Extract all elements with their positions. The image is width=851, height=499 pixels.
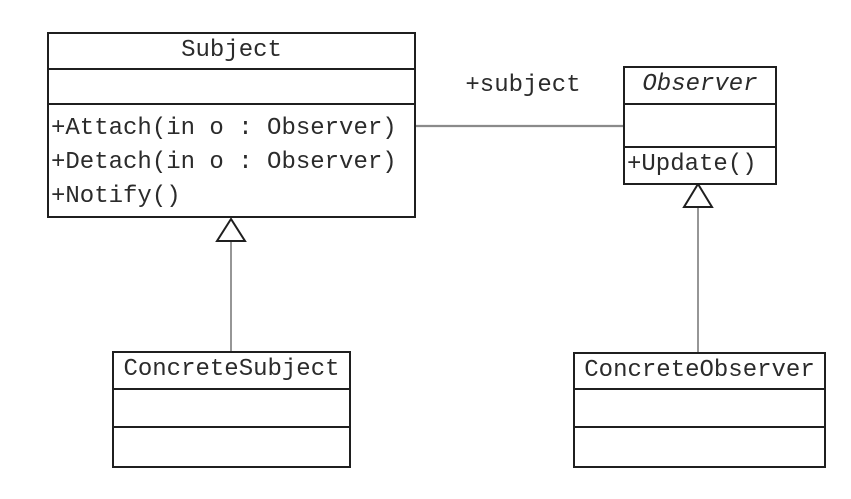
class-box-observer: Observer +Update(): [623, 66, 777, 185]
operation-notify: +Notify(): [51, 183, 181, 210]
class-name-concretesubject: ConcreteSubject: [114, 353, 349, 390]
operation-detach: +Detach(in o : Observer): [51, 149, 397, 176]
class-box-concreteobserver: ConcreteObserver: [573, 352, 826, 468]
attributes-compartment-observer: [625, 105, 775, 148]
class-box-concretesubject: ConcreteSubject: [112, 351, 351, 468]
association-role-label: +subject: [465, 72, 581, 99]
attributes-compartment-concreteobserver: [575, 390, 824, 428]
class-name-observer: Observer: [625, 68, 775, 105]
attributes-compartment-subject: [49, 70, 414, 105]
operations-compartment-subject: +Attach(in o : Observer) +Detach(in o : …: [49, 105, 414, 214]
operation-attach: +Attach(in o : Observer): [51, 115, 397, 142]
generalization-arrowhead-observer: [682, 182, 714, 208]
class-box-subject: Subject +Attach(in o : Observer) +Detach…: [47, 32, 416, 218]
attributes-compartment-concretesubject: [114, 390, 349, 428]
operation-update: +Update(): [627, 151, 757, 178]
operations-compartment-observer: +Update(): [625, 148, 775, 182]
generalization-arrowhead-subject: [215, 217, 247, 242]
class-name-subject: Subject: [49, 34, 414, 70]
class-name-concreteobserver: ConcreteObserver: [575, 354, 824, 390]
